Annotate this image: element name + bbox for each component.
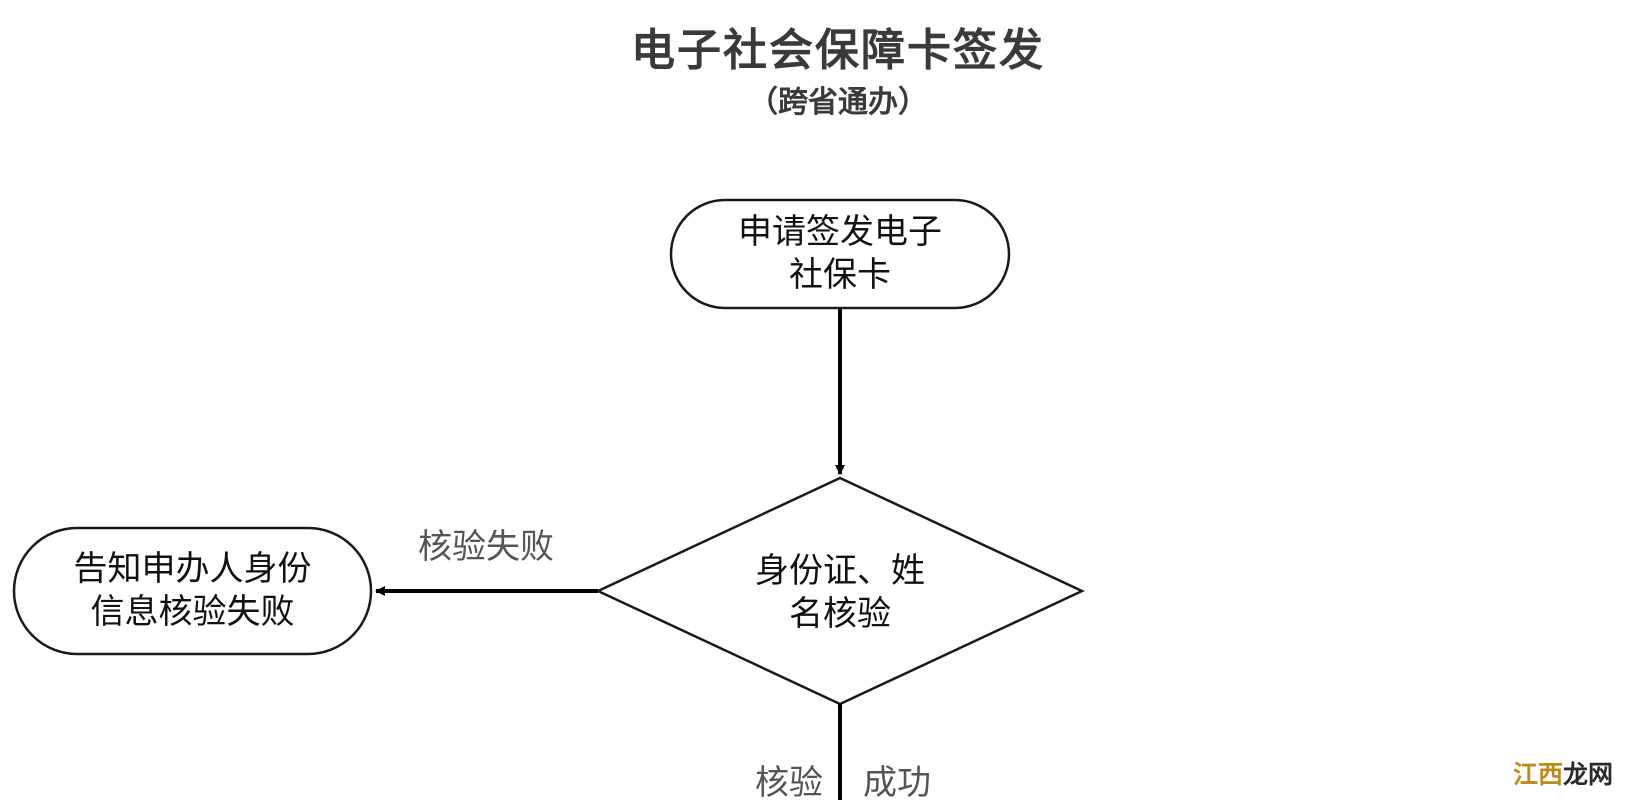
diagram-subtitle: （跨省通办） xyxy=(748,85,928,120)
watermark-part2: 龙网 xyxy=(1563,760,1614,789)
success-edge-label-left: 核验 xyxy=(755,763,823,803)
decision-node-line1: 身份证、姓 xyxy=(755,551,925,591)
start-node-label: 申请签发电子 社保卡 xyxy=(671,200,1009,308)
fail-node-label: 告知申办人身份 信息核验失败 xyxy=(14,528,371,654)
start-node-line2: 社保卡 xyxy=(789,255,891,295)
watermark-part1: 江西 xyxy=(1513,760,1564,789)
diagram-title: 电子社会保障卡签发 xyxy=(631,25,1045,76)
watermark-logo: 江西龙网 xyxy=(1513,760,1613,790)
fail-node-shape xyxy=(12,526,373,656)
fail-edge-label: 核验失败 xyxy=(418,527,554,567)
fail-node-line2: 信息核验失败 xyxy=(90,592,295,632)
success-edge-label-right: 成功 xyxy=(863,763,931,803)
decision-node-line2: 名核验 xyxy=(789,594,891,634)
start-node-line1: 申请签发电子 xyxy=(738,212,942,252)
decision-node-label: 身份证、姓 名核验 xyxy=(700,548,980,638)
fail-node-line1: 告知申办人身份 xyxy=(73,549,312,589)
